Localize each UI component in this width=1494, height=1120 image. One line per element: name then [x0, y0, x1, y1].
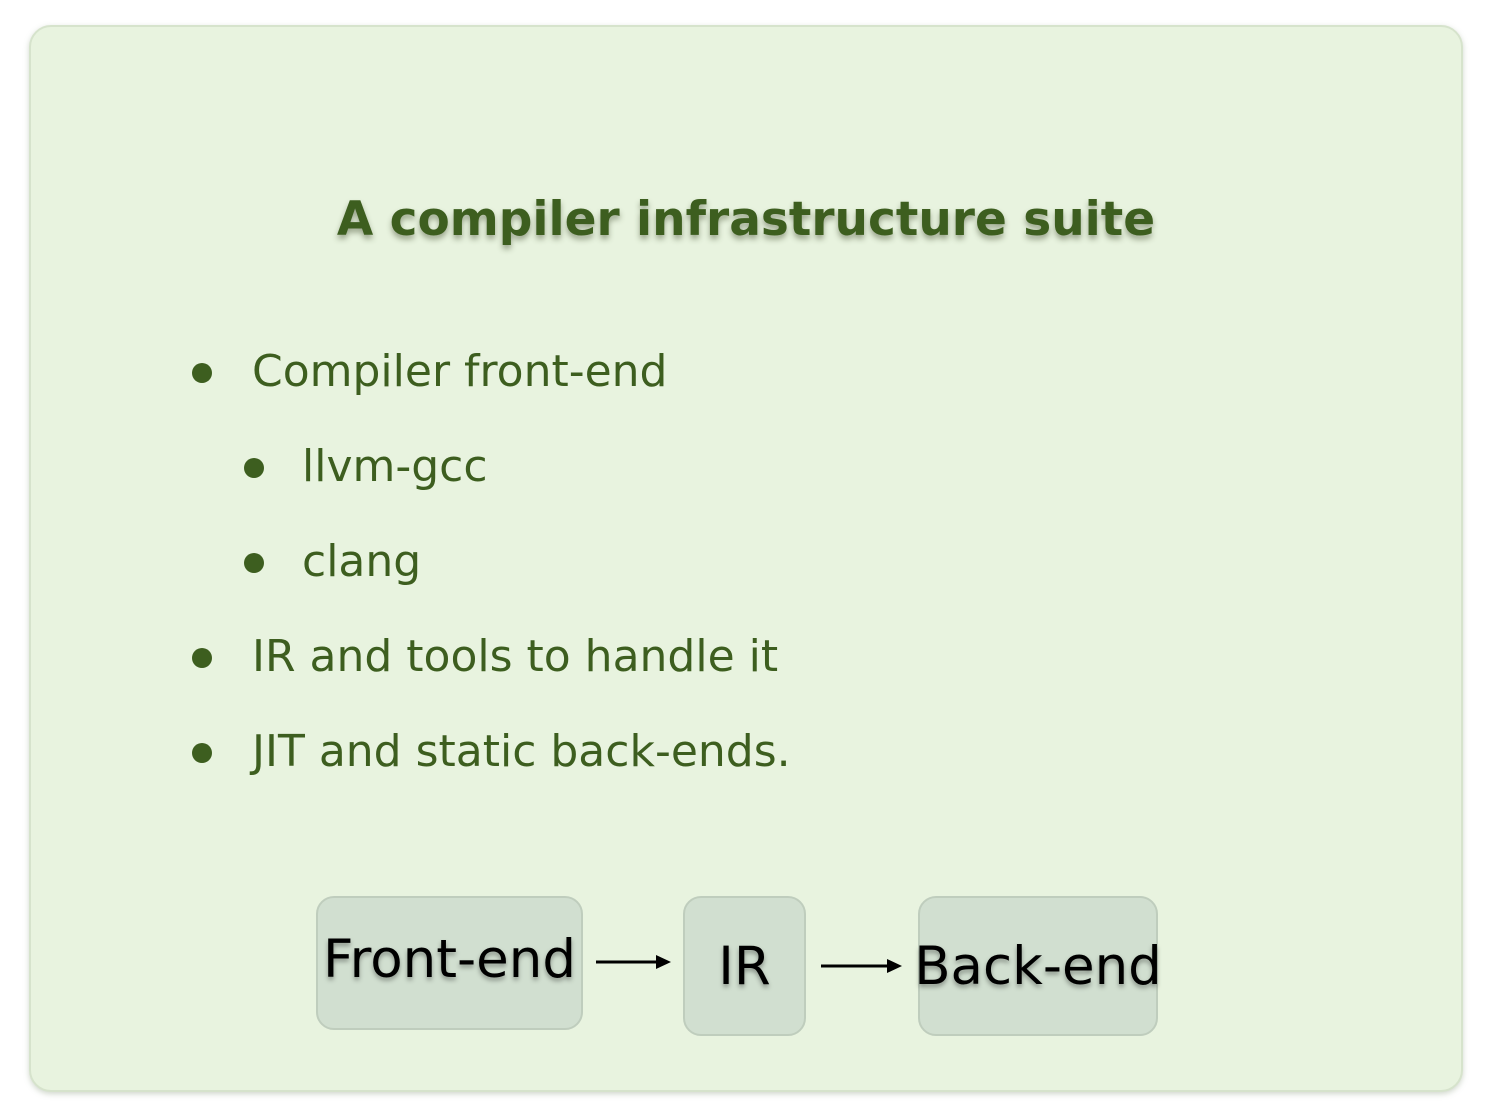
back-end-label: Back-end	[914, 935, 1162, 997]
bullet-dot	[192, 743, 212, 763]
bullet-item-jit-backends: JIT and static back-ends.	[252, 726, 791, 777]
arrow-icon	[821, 959, 902, 973]
slide: A compiler infrastructure suite Compiler…	[29, 25, 1463, 1092]
ir-label: IR	[718, 935, 771, 997]
bullet-dot	[244, 553, 264, 573]
arrow-icon	[596, 955, 671, 969]
front-end-box: Front-end	[316, 896, 583, 1030]
front-end-label: Front-end	[322, 928, 577, 990]
ir-box: IR	[683, 896, 806, 1036]
back-end-box: Back-end	[914, 896, 1162, 1036]
bullet-item-compiler-front-end: Compiler front-end	[252, 346, 668, 397]
bullet-dot	[192, 648, 212, 668]
bullet-item-llvm-gcc: llvm-gcc	[302, 441, 488, 492]
bullet-item-ir-tools: IR and tools to handle it	[252, 631, 779, 682]
slide-title: A compiler infrastructure suite	[336, 192, 1156, 247]
bullet-dot	[244, 458, 264, 478]
bullet-dot	[192, 363, 212, 383]
bullet-item-clang: clang	[302, 536, 422, 587]
